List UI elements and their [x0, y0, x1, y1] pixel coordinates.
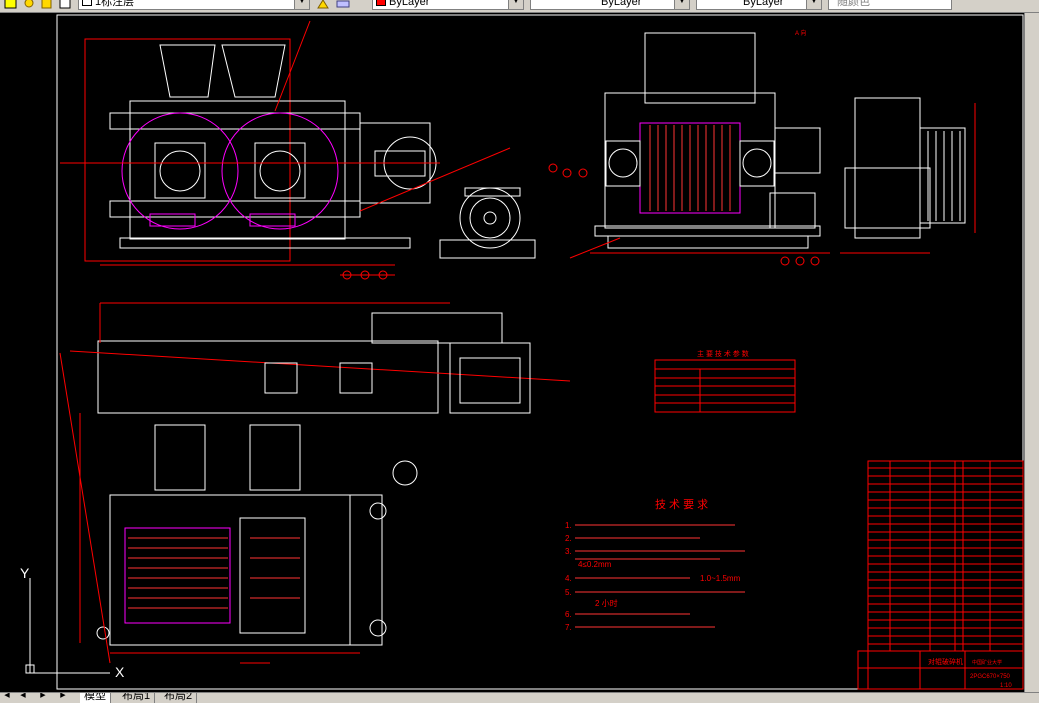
tab-last-icon[interactable]: ▶: [60, 692, 66, 699]
tab-layout2[interactable]: 布局2: [160, 693, 198, 703]
param-table-title: 主 要 技 术 参 数: [697, 349, 749, 358]
tab-first-icon[interactable]: ◀: [4, 692, 10, 699]
tab-next-icon[interactable]: ▶: [40, 692, 46, 699]
side-view: [548, 32, 830, 266]
tech-value-3: 2 小时: [595, 598, 618, 608]
parts-list-table: [857, 460, 1024, 690]
vertical-scrollbar[interactable]: [1024, 13, 1039, 692]
color-value: ByLayer: [389, 0, 430, 8]
title-block-school: 中国矿业大学: [972, 659, 1002, 666]
tech-item-5: 5.: [565, 588, 572, 597]
title-block-code: 2PGC670×750: [970, 674, 1011, 680]
chevron-down-icon: ▼: [508, 0, 523, 9]
tech-item-4: 4.: [565, 574, 572, 583]
drawing-svg: A 向: [20, 14, 1024, 690]
tech-value-1: 4≤0.2mm: [578, 560, 612, 569]
tab-prev-icon[interactable]: ◀: [20, 692, 26, 699]
title-block-scale: 1:10: [1000, 683, 1012, 689]
lineweight-dropdown[interactable]: ByLayer ▼: [696, 0, 822, 10]
tech-requirements-list: 1. 2. 3. 4. 5. 6. 7. 4≤0.2mm 1.0~1.5mm 2…: [565, 521, 741, 632]
tech-item-7: 7.: [565, 623, 572, 632]
view-label-a: A 向: [795, 29, 806, 37]
plotstyle-value: 随颜色: [837, 0, 870, 8]
end-view: [840, 97, 976, 254]
layer-color-swatch: [82, 0, 92, 6]
layer-state-icon[interactable]: [4, 0, 18, 10]
tech-item-2: 2.: [565, 534, 572, 543]
plotstyle-dropdown: 随颜色: [828, 0, 952, 10]
tab-model[interactable]: 模型: [80, 693, 111, 703]
linetype-value: ByLayer: [601, 0, 642, 8]
layer-previous-icon[interactable]: [336, 0, 350, 10]
chevron-down-icon: ▼: [806, 0, 821, 9]
plan-view: [59, 302, 571, 664]
ucs-x-label: X: [115, 664, 125, 680]
ucs-axis-icon: [25, 578, 110, 674]
drawing-canvas[interactable]: A 向: [0, 13, 1024, 692]
tech-item-6: 6.: [565, 610, 572, 619]
parameter-table: [654, 359, 796, 413]
tech-item-1: 1.: [565, 521, 572, 530]
lock-layer-icon[interactable]: [40, 0, 54, 10]
lineweight-value: ByLayer: [743, 0, 784, 8]
tab-layout1[interactable]: 布局1: [118, 693, 156, 703]
title-block-name: 对辊破碎机: [928, 657, 963, 666]
layout-tab-bar: ◀ ◀ ▶ ▶ 模型 布局1 布局2: [0, 692, 1039, 703]
chevron-down-icon: ▼: [674, 0, 689, 9]
properties-toolbar: 1标注层 ▼ ByLayer ▼ ByLayer ▼ ByLayer ▼ 随颜色: [0, 0, 1039, 13]
make-current-layer-icon[interactable]: [316, 0, 330, 10]
tech-value-2: 1.0~1.5mm: [700, 574, 741, 583]
tech-requirements-title: 技 术 要 求: [655, 498, 708, 511]
color-dropdown[interactable]: ByLayer ▼: [372, 0, 524, 10]
color-swatch: [376, 0, 386, 6]
tech-item-3: 3.: [565, 547, 572, 556]
drawing-frame: [56, 14, 1024, 690]
chevron-down-icon: ▼: [294, 0, 309, 9]
layer-dropdown[interactable]: 1标注层 ▼: [78, 0, 310, 10]
linetype-dropdown[interactable]: ByLayer ▼: [530, 0, 690, 10]
freeze-layer-icon[interactable]: [22, 0, 36, 10]
layer-color-icon[interactable]: [58, 0, 72, 10]
tech-requirements-lines: [575, 524, 745, 628]
front-elevation-view: [60, 20, 536, 280]
layer-name-value: 1标注层: [95, 0, 135, 8]
ucs-y-label: Y: [20, 565, 30, 581]
